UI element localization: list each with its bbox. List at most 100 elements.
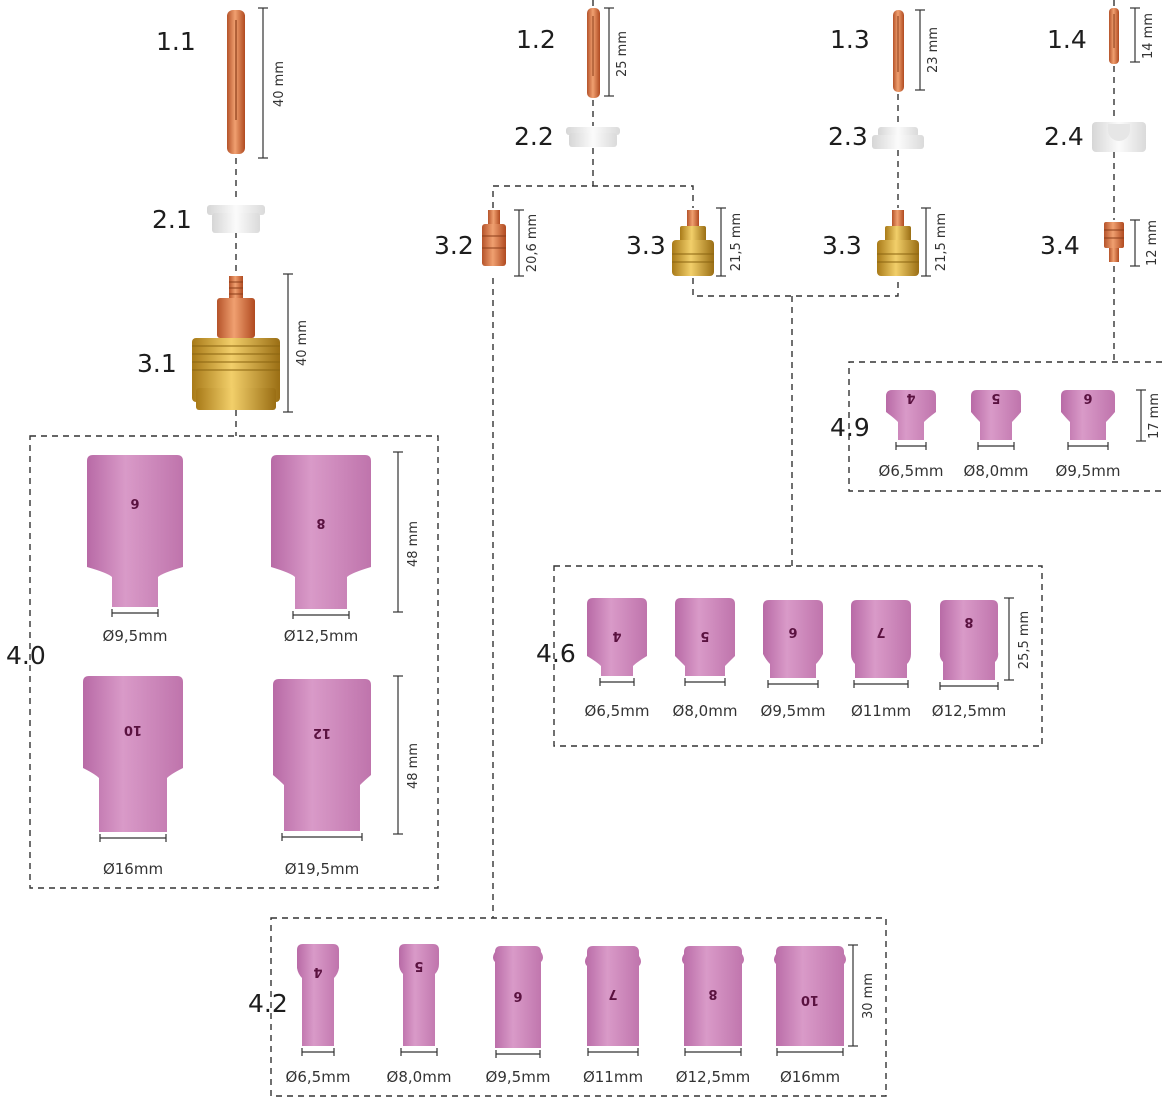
nozzle-body [87, 455, 183, 607]
nozzle: 5Ø8,0mm [964, 390, 1029, 480]
collet-body-3-1: 3.1 40 mm [137, 273, 310, 413]
nozzle-size-number: 4 [906, 390, 915, 405]
nozzle-group-4-6: 4.6 4Ø6,5mm5Ø8,0mm6Ø9,5mm7Ø11mm8Ø12,5mm … [536, 597, 1032, 720]
nozzle-size-number: 7 [876, 624, 885, 639]
collet-label: 1.1 [156, 27, 196, 56]
insulator-label: 2.3 [828, 122, 868, 151]
nozzle-diameter: Ø12,5mm [284, 627, 358, 645]
nozzle-body [682, 946, 744, 1046]
body-label: 3.3 [626, 231, 666, 260]
nozzle: 6Ø9,5mm [761, 600, 825, 720]
nozzle-diameter: Ø9,5mm [1056, 462, 1121, 480]
nozzle-size-number: 12 [313, 725, 331, 740]
collet-length: 23 mm [926, 27, 941, 73]
group-box-4-6 [553, 565, 1043, 747]
body-label: 3.4 [1040, 231, 1080, 260]
nozzle-diameter: Ø8,0mm [387, 1068, 452, 1086]
nozzle-body [774, 946, 846, 1046]
nozzle-size-number: 6 [1083, 390, 1092, 405]
nozzle-body [971, 390, 1021, 440]
nozzle-body [587, 598, 647, 676]
body-length: 40 mm [295, 320, 310, 366]
collet-body-3-3b: 3.3 21,5 mm [822, 207, 949, 277]
body-length: 21,5 mm [934, 213, 949, 271]
insulator-2-4: 2.4 [1044, 122, 1146, 152]
nozzle-body [399, 944, 439, 1046]
nozzle-size-number: 4 [313, 964, 322, 979]
nozzle-diameter: Ø9,5mm [103, 627, 168, 645]
group-length-bottom: 48 mm [406, 743, 421, 789]
body-length: 21,5 mm [729, 213, 744, 271]
nozzle: 4Ø6,5mm [879, 390, 944, 480]
collet-1-1: 1.1 40 mm [156, 7, 287, 159]
nozzle-diameter: Ø12,5mm [932, 702, 1006, 720]
nozzle: 6Ø9,5mm [87, 455, 183, 645]
nozzle-diameter: Ø19,5mm [285, 860, 359, 878]
nozzle-size-number: 6 [130, 495, 139, 510]
nozzle: 5Ø8,0mm [387, 944, 452, 1086]
nozzle-size-number: 6 [788, 624, 797, 639]
collet-1-4: 1.4 14 mm [1047, 7, 1156, 64]
insulator-2-1: 2.1 [152, 205, 265, 234]
group-length: 17 mm [1147, 393, 1162, 439]
body-label: 3.1 [137, 349, 177, 378]
group-length: 25,5 mm [1017, 611, 1032, 669]
collet-length: 25 mm [615, 31, 630, 77]
nozzle: 4Ø6,5mm [286, 944, 351, 1086]
nozzle-size-number: 10 [801, 992, 819, 1007]
nozzle-size-number: 8 [708, 986, 717, 1001]
nozzle-size-number: 8 [964, 614, 973, 629]
insulator-2-2: 2.2 [514, 122, 620, 151]
collet-body-3-3a: 3.3 21,5 mm [626, 207, 744, 277]
collet-label: 1.2 [516, 25, 556, 54]
collet-1-3: 1.3 23 mm [830, 9, 941, 92]
nozzle-size-number: 4 [612, 628, 621, 643]
group-length-top: 48 mm [406, 521, 421, 567]
nozzle-group-4-9: 4.9 4Ø6,5mm 5Ø8,0mm 6Ø9,5mm 17 mm [830, 389, 1162, 480]
group-label: 4.9 [830, 413, 870, 442]
nozzle-diameter: Ø12,5mm [676, 1068, 750, 1086]
nozzle-diameter: Ø16mm [103, 860, 163, 878]
nozzle-body [83, 676, 183, 832]
body-length: 12 mm [1145, 220, 1160, 266]
nozzle-body [763, 600, 823, 678]
body-label: 3.3 [822, 231, 862, 260]
group-box-4-2 [270, 917, 887, 1097]
collet-label: 1.4 [1047, 25, 1087, 54]
nozzle-diameter: Ø6,5mm [879, 462, 944, 480]
nozzle-diameter: Ø6,5mm [286, 1068, 351, 1086]
insulator-label: 2.1 [152, 205, 192, 234]
nozzle-diameter: Ø16mm [780, 1068, 840, 1086]
nozzle-body [939, 600, 999, 680]
nozzle-diameter: Ø8,0mm [964, 462, 1029, 480]
insulator-label: 2.2 [514, 122, 554, 151]
insulator-label: 2.4 [1044, 122, 1084, 151]
group-box-4-9 [848, 361, 1162, 492]
nozzle: 4Ø6,5mm [585, 598, 649, 720]
nozzle-body [851, 600, 911, 678]
nozzle-size-number: 6 [513, 988, 522, 1003]
nozzle-size-number: 5 [991, 390, 1000, 405]
nozzle-diameter: Ø11mm [851, 702, 911, 720]
nozzle: 5Ø8,0mm [673, 598, 737, 720]
nozzle-body [585, 946, 641, 1046]
nozzle-body [1061, 390, 1115, 440]
nozzle-size-number: 5 [700, 628, 709, 643]
nozzle-body [273, 679, 371, 831]
nozzle-body [675, 598, 735, 676]
body-label: 3.2 [434, 231, 474, 260]
nozzle-body [271, 455, 371, 609]
group-length: 30 mm [861, 973, 876, 1019]
nozzle-body [297, 944, 339, 1046]
nozzle-size-number: 8 [316, 515, 325, 530]
group-label: 4.0 [6, 641, 46, 670]
body-length: 20,6 mm [525, 214, 540, 272]
collet-body-3-2: 3.2 20,6 mm [434, 209, 540, 277]
